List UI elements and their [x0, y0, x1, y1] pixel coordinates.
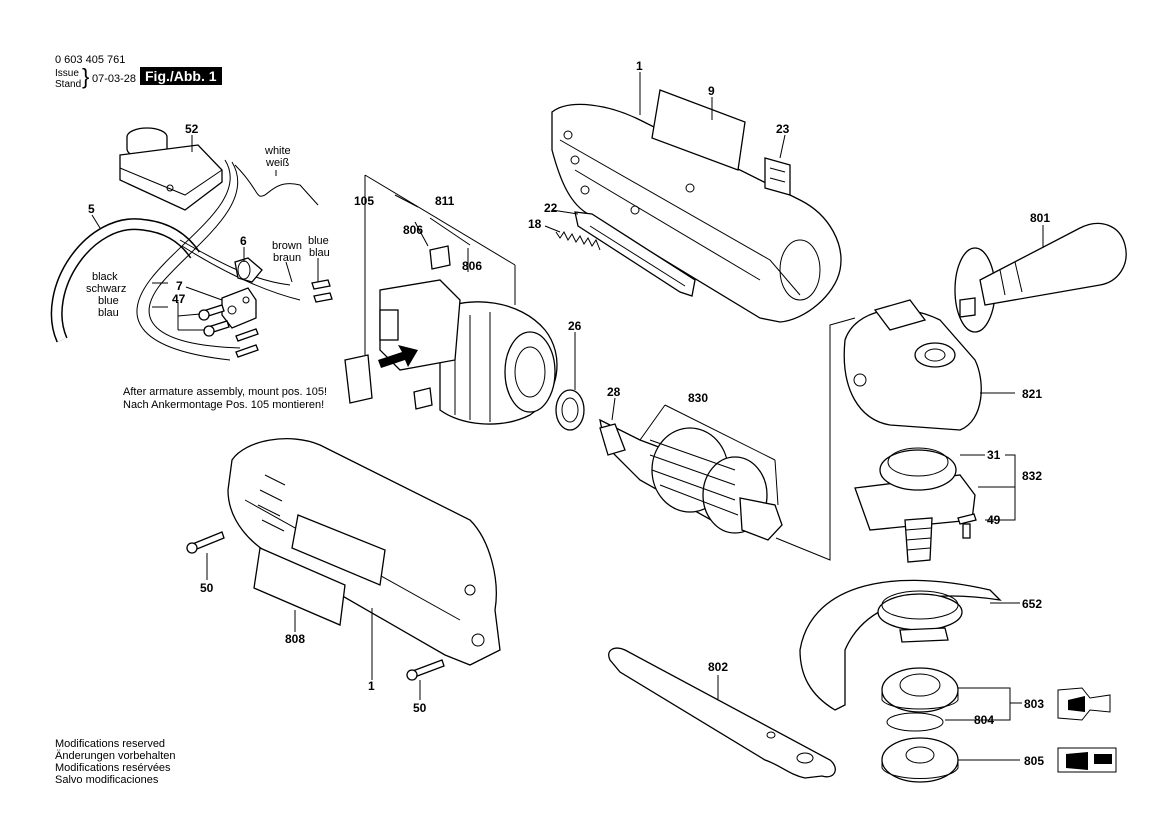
part-label-26: 26: [568, 319, 582, 333]
part-label-806-brush: 806: [403, 223, 423, 237]
wire-label-blue-right: blue: [308, 235, 329, 247]
bearing-flange-832-drawing: [854, 447, 976, 563]
tool-icon-803: [1057, 687, 1111, 721]
wire-label-schwarz: schwarz: [86, 283, 126, 295]
part-label-7: 7: [176, 279, 183, 293]
footer-line-de: Änderungen vorbehalten: [55, 750, 176, 762]
stator-811-drawing: [344, 245, 558, 425]
label-plate-9-drawing: [651, 89, 746, 171]
part-label-52: 52: [185, 122, 199, 136]
footer-line-fr: Modifications resérvées: [55, 762, 171, 774]
part-label-832: 832: [1022, 469, 1042, 483]
part-label-28: 28: [607, 385, 621, 399]
cable-clamp-7-drawing: [198, 287, 257, 337]
part-label-806-holder: 806: [462, 259, 482, 273]
assembly-note-en: After armature assembly, mount pos. 105!: [123, 386, 327, 398]
wire-label-black: black: [92, 271, 118, 283]
part-label-808: 808: [285, 632, 305, 646]
wire-label-white: white: [264, 145, 291, 157]
part-label-18: 18: [528, 217, 542, 231]
issue-date: 07-03-28: [92, 73, 137, 85]
wire-label-blau-right: blau: [309, 247, 330, 259]
screw-50-right-drawing: [406, 659, 445, 681]
o-ring-804-drawing: [886, 712, 944, 732]
slider-22-drawing: [574, 211, 696, 297]
screw-49-drawing: [957, 513, 977, 539]
wire-label-braun: braun: [273, 252, 301, 264]
issue-label: Issue: [55, 68, 79, 79]
gear-housing-821-drawing: [843, 299, 982, 431]
part-label-801: 801: [1030, 211, 1050, 225]
wire-label-brown: brown: [272, 240, 302, 252]
part-label-802: 802: [708, 660, 728, 674]
part-label-47: 47: [172, 292, 186, 306]
part-label-50-left: 50: [200, 581, 214, 595]
housing-bottom-1-drawing: [227, 438, 501, 666]
issue-brace: }: [82, 64, 90, 89]
part-label-31: 31: [987, 448, 1001, 462]
footer-line-en: Modifications reserved: [55, 738, 166, 750]
guard-652-drawing: [799, 579, 1002, 711]
figure-badge: Fig./Abb. 1: [140, 67, 222, 85]
part-label-105: 105: [354, 194, 374, 208]
footer-line-es: Salvo modificaciones: [55, 774, 159, 786]
part-label-50-right: 50: [413, 701, 427, 715]
switch-52-drawing: [119, 127, 223, 211]
part-label-1-top: 1: [636, 59, 643, 73]
tool-icon-805: [1057, 747, 1117, 773]
part-label-22: 22: [544, 201, 558, 215]
clamping-nut-805-drawing: [881, 737, 959, 783]
part-label-805: 805: [1024, 754, 1044, 768]
spanner-802-drawing: [608, 647, 836, 779]
doc-number: 0 603 405 761: [55, 54, 126, 66]
wire-label-blau-left: blau: [98, 307, 119, 319]
part-label-821: 821: [1022, 387, 1042, 401]
insert-arrow-icon: [378, 345, 418, 368]
label-plate-808-drawing: [253, 547, 346, 626]
part-label-23: 23: [776, 122, 790, 136]
part-label-811: 811: [435, 194, 455, 208]
footer-notice: Modifications reserved Änderungen vorbeh…: [55, 738, 175, 786]
clip-23-drawing: [764, 157, 791, 196]
cable-5-drawing: [50, 218, 200, 343]
part-label-830: 830: [688, 391, 708, 405]
part-label-652: 652: [1022, 597, 1042, 611]
armature-830-drawing: [599, 418, 783, 541]
leader-lines: [91, 72, 1044, 761]
part-label-9: 9: [708, 84, 715, 98]
part-label-803: 803: [1024, 697, 1044, 711]
stand-label: Stand: [55, 79, 82, 90]
wire-label-weiss: weiß: [265, 157, 290, 169]
part-label-804: 804: [974, 713, 994, 727]
bearing-26-drawing: [555, 389, 585, 431]
screw-50-left-drawing: [186, 531, 225, 554]
wire-label-blue-left: blue: [98, 295, 119, 307]
part-label-5: 5: [88, 202, 95, 216]
wire-connectors-drawing: [235, 279, 333, 358]
housing-top-1-drawing: [551, 103, 842, 323]
part-label-6: 6: [240, 234, 247, 248]
spring-18-drawing: [555, 231, 601, 251]
assembly-note-de: Nach Ankermontage Pos. 105 montieren!: [123, 399, 325, 411]
part-label-1-bottom: 1: [368, 679, 375, 693]
handle-801-drawing: [954, 222, 1127, 333]
mounting-flange-803-drawing: [881, 667, 959, 713]
grommet-6-drawing: [234, 257, 263, 283]
part-label-49: 49: [987, 513, 1001, 527]
